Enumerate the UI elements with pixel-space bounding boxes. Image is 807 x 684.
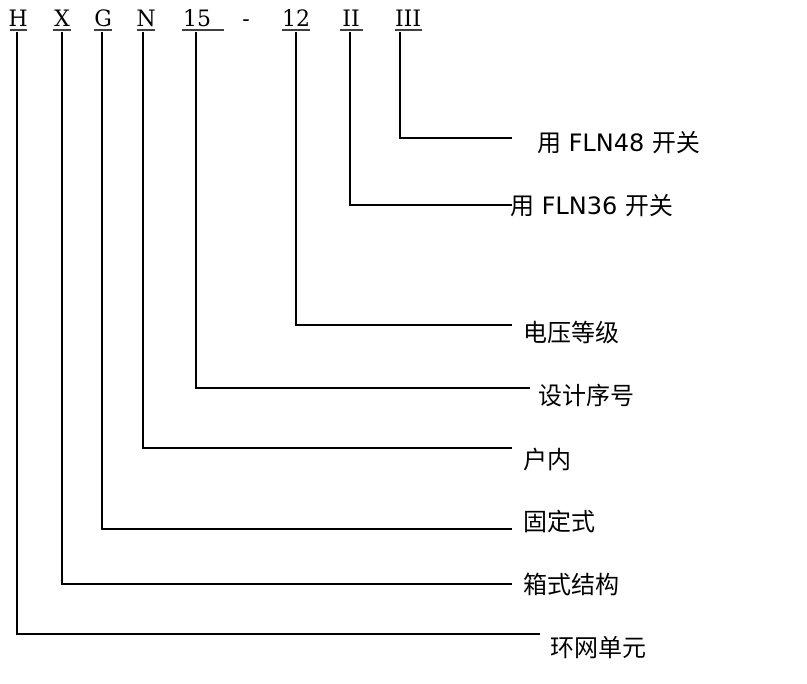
leader-lines bbox=[16, 32, 540, 635]
leader-line-design-number bbox=[195, 32, 530, 389]
label-voltage-level: 电压等级 bbox=[523, 319, 619, 347]
leader-line-g bbox=[101, 32, 512, 530]
label-indoor: 户内 bbox=[523, 446, 571, 474]
label-design-number: 设计序号 bbox=[538, 382, 634, 410]
code-part-voltage: 12 bbox=[282, 7, 310, 32]
label-fln48-switch: 用 FLN48 开关 bbox=[537, 129, 700, 157]
code-part-h: H bbox=[8, 7, 27, 32]
label-fixed-type: 固定式 bbox=[523, 508, 595, 536]
meaning-labels: 用 FLN48 开关 用 FLN36 开关 电压等级 设计序号 户内 固定式 箱… bbox=[510, 129, 700, 662]
code-part-n: N bbox=[136, 7, 155, 32]
code-part-design-number: 15 bbox=[183, 7, 211, 32]
leader-line-ii bbox=[349, 32, 512, 206]
label-box-structure: 箱式结构 bbox=[523, 571, 619, 599]
leader-line-x bbox=[61, 32, 512, 585]
leader-line-iii bbox=[399, 32, 512, 139]
leader-line-n bbox=[142, 32, 512, 449]
code-part-iii: III bbox=[395, 7, 421, 32]
code-part-dash: - bbox=[242, 7, 249, 32]
label-ring-main-unit: 环网单元 bbox=[550, 634, 646, 662]
leader-line-h bbox=[16, 32, 540, 635]
leader-line-voltage bbox=[295, 32, 512, 326]
code-part-ii: II bbox=[342, 7, 359, 32]
code-part-g: G bbox=[94, 7, 112, 32]
model-code-row: H X G N 15 - 12 II III bbox=[8, 7, 421, 32]
code-part-x: X bbox=[54, 7, 70, 32]
label-fln36-switch: 用 FLN36 开关 bbox=[510, 192, 673, 220]
